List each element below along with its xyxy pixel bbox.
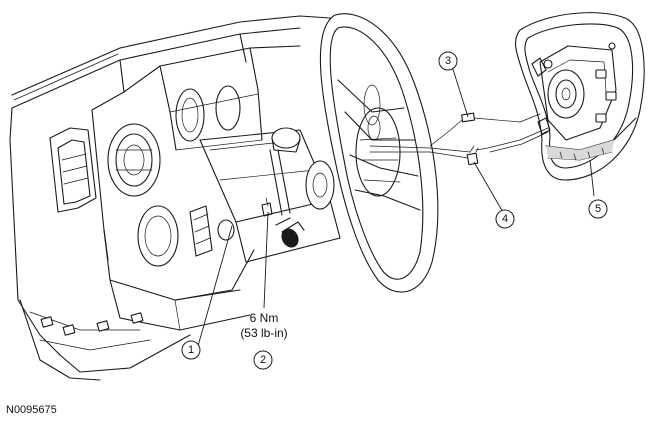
torque-spec-metric: 6 Nm bbox=[249, 311, 279, 325]
callout-2: 2 bbox=[253, 350, 273, 370]
clockspring-connector bbox=[466, 145, 479, 166]
driver-airbag-module bbox=[475, 12, 645, 181]
callout-3-label: 3 bbox=[445, 55, 451, 67]
steering-wheel bbox=[305, 13, 471, 293]
airbag-electrical-connector bbox=[429, 112, 541, 147]
torque-spec: 6 Nm (53 lb-in) bbox=[228, 311, 300, 341]
callout-5-label: 5 bbox=[595, 203, 601, 215]
leader-lines bbox=[197, 65, 595, 347]
callout-4-label: 4 bbox=[502, 213, 508, 225]
figure-id: N0095675 bbox=[6, 404, 57, 416]
torque-spec-imperial: (53 lb-in) bbox=[240, 326, 288, 340]
callout-1: 1 bbox=[181, 340, 201, 360]
callout-1-label: 1 bbox=[188, 344, 194, 356]
callout-3: 3 bbox=[438, 51, 458, 71]
instrument-panel bbox=[9, 15, 341, 381]
callout-2-label: 2 bbox=[260, 354, 266, 366]
callout-5: 5 bbox=[588, 199, 608, 219]
callout-4: 4 bbox=[495, 209, 515, 229]
